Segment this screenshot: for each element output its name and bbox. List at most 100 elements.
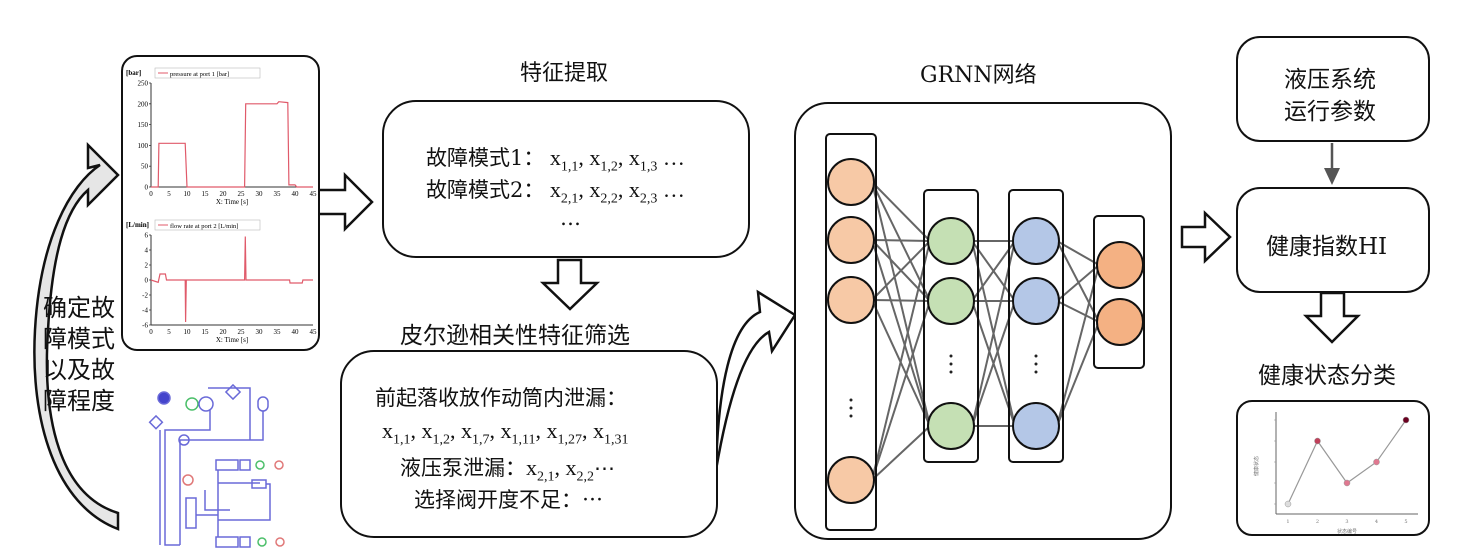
grnn-node-input xyxy=(827,216,875,264)
grnn-connection xyxy=(871,181,931,242)
hc-data-point xyxy=(1373,458,1380,466)
grnn-ellipsis-dot xyxy=(849,406,853,410)
plot-x-tick-label: 0 xyxy=(149,328,153,336)
grnn-node-summation xyxy=(1012,277,1060,325)
health-classification-title: 健康状态分类 xyxy=(1258,363,1396,389)
fault-mode-1-vars: x1,1, x1,2, x1,3 … xyxy=(544,145,685,175)
plot-series-line xyxy=(150,236,313,323)
grnn-node-summation xyxy=(1012,217,1060,265)
hc-data-point xyxy=(1343,479,1351,487)
plot-x-tick-label: 15 xyxy=(202,328,210,336)
hc-series-line xyxy=(1287,419,1407,505)
plot-x-tick-label: 30 xyxy=(256,328,264,336)
plot-y-tick-label: 100 xyxy=(138,142,149,150)
grnn-ellipsis-dot xyxy=(949,370,953,374)
plot-y-tick-label: 50 xyxy=(141,163,149,171)
plot-x-tick-label: 40 xyxy=(292,328,300,336)
grnn-layer-input-frame xyxy=(825,133,877,531)
grnn-connection xyxy=(871,181,931,427)
arrow-features-to-pearson xyxy=(539,258,601,311)
plot-x-tick-label: 35 xyxy=(274,190,282,198)
plot-x-tick-label: 40 xyxy=(292,190,300,198)
hc-x-tick-label: 5 xyxy=(1404,519,1407,525)
plot-y-tick-label: 2 xyxy=(145,262,149,270)
hc-x-tick-label: 2 xyxy=(1316,519,1319,525)
plot-x-tick-label: 25 xyxy=(238,190,246,198)
plot-x-tick-label: 35 xyxy=(274,328,282,336)
pearson-line-3: 液压泵泄漏：x2,1, x2,2⋯ xyxy=(400,452,615,485)
pearson-selection-box: 前起落收放作动筒内泄漏： x1,1, x1,2, x1,7, x1,11, x1… xyxy=(340,350,718,538)
feedback-loop-label-line: 确定故 xyxy=(43,294,115,322)
arrow-params-to-hi-head xyxy=(1324,168,1340,185)
pearson-line-1: 前起落收放作动筒内泄漏： xyxy=(375,386,627,410)
plot-x-tick-label: 5 xyxy=(167,190,171,198)
grnn-box xyxy=(794,102,1172,540)
plot-x-tick-label: 25 xyxy=(238,328,246,336)
feedback-loop-label-line: 障模式 xyxy=(43,325,115,353)
simulation-plots-svg: [bar]pressure at port 1 [bar]05010015020… xyxy=(126,67,318,344)
grnn-node-pattern xyxy=(927,277,975,325)
fault-mode-ellipsis: … xyxy=(560,206,581,230)
plot-x-tick-label: 10 xyxy=(184,190,192,198)
grnn-ellipsis-dot xyxy=(949,362,953,366)
plot-y-tick-label: 0 xyxy=(145,277,149,285)
pearson-selection-title: 皮尔逊相关性特征筛选 xyxy=(400,323,630,349)
fault-mode-2-vars: x2,1, x2,2, x2,3 … xyxy=(544,177,685,207)
plot-x-tick-label: 15 xyxy=(202,190,210,198)
feedback-loop-arrow xyxy=(33,141,120,531)
plot-y-tick-label: 200 xyxy=(138,100,149,108)
hydraulic-params-line-2: 运行参数 xyxy=(1284,99,1376,125)
feedback-loop-label-line: 以及故 xyxy=(43,356,115,384)
grnn-layer-summation-frame xyxy=(1008,189,1064,463)
feedback-loop-label: 确定故 障模式 以及故 障程度 xyxy=(43,293,123,417)
grnn-connection xyxy=(971,240,1016,302)
plot-x-tick-label: 20 xyxy=(220,190,228,198)
grnn-connection xyxy=(871,240,931,301)
plot-x-axis-label: X: Time [s] xyxy=(216,198,248,206)
pearson-line-3-suffix: ⋯ xyxy=(594,456,615,480)
hydraulic-params-box: 液压系统 运行参数 xyxy=(1236,36,1430,142)
plot-series-line xyxy=(151,101,313,188)
hc-y-axis-label: 健康状态 xyxy=(1253,456,1260,476)
plot-y-tick-label: 4 xyxy=(145,247,149,255)
plot-x-tick-label: 5 xyxy=(167,328,171,336)
plot-x-tick-label: 45 xyxy=(310,190,318,198)
grnn-node-input xyxy=(827,456,875,504)
plot-y-tick-label: -2 xyxy=(142,292,148,300)
pearson-line-4: 选择阀开度不足：⋯ xyxy=(414,488,603,512)
grnn-connection xyxy=(871,239,931,242)
pearson-line-3-vars: x2,1, x2,2 xyxy=(526,455,594,485)
plot-y-tick-label: 0 xyxy=(145,184,149,192)
grnn-connection xyxy=(871,425,931,481)
plot-y-tick-label: 150 xyxy=(138,121,149,129)
grnn-node-output xyxy=(1096,298,1144,346)
hc-x-tick-label: 1 xyxy=(1286,519,1289,525)
plot-x-tick-label: 20 xyxy=(220,328,228,336)
pearson-line-2: x1,1, x1,2, x1,7, x1,11, x1,27, x1,31 xyxy=(382,418,629,448)
pearson-line-3-label: 液压泵泄漏： xyxy=(400,456,526,480)
plot-y-unit: [bar] xyxy=(126,69,141,77)
plot-x-tick-label: 0 xyxy=(149,190,153,198)
fault-mode-row-2: 故障模式2： x2,1, x2,2, x2,3 … xyxy=(426,174,685,207)
arrow-plots-to-features xyxy=(316,171,374,233)
arrow-grnn-to-hi xyxy=(1180,210,1232,264)
fault-mode-row-1: 故障模式1： x1,1, x1,2, x1,3 … xyxy=(426,142,685,175)
fault-mode-1-label: 故障模式1： xyxy=(426,146,545,170)
grnn-node-summation xyxy=(1012,402,1060,450)
grnn-node-pattern xyxy=(927,402,975,450)
plot-legend-label: pressure at port 1 [bar] xyxy=(170,71,229,78)
grnn-ellipsis-dot xyxy=(1034,354,1038,358)
fault-mode-2-label: 故障模式2： xyxy=(426,178,545,202)
plot-y-unit: [L/min] xyxy=(126,221,149,229)
arrow-pearson-to-grnn xyxy=(714,289,797,471)
grnn-connection xyxy=(871,300,931,481)
health-index-label: 健康指数HI xyxy=(1266,234,1388,260)
plot-x-tick-label: 10 xyxy=(184,328,192,336)
health-index-box: 健康指数HI xyxy=(1236,187,1430,293)
plot-x-tick-label: 45 xyxy=(310,328,318,336)
grnn-network-svg xyxy=(825,133,1145,531)
